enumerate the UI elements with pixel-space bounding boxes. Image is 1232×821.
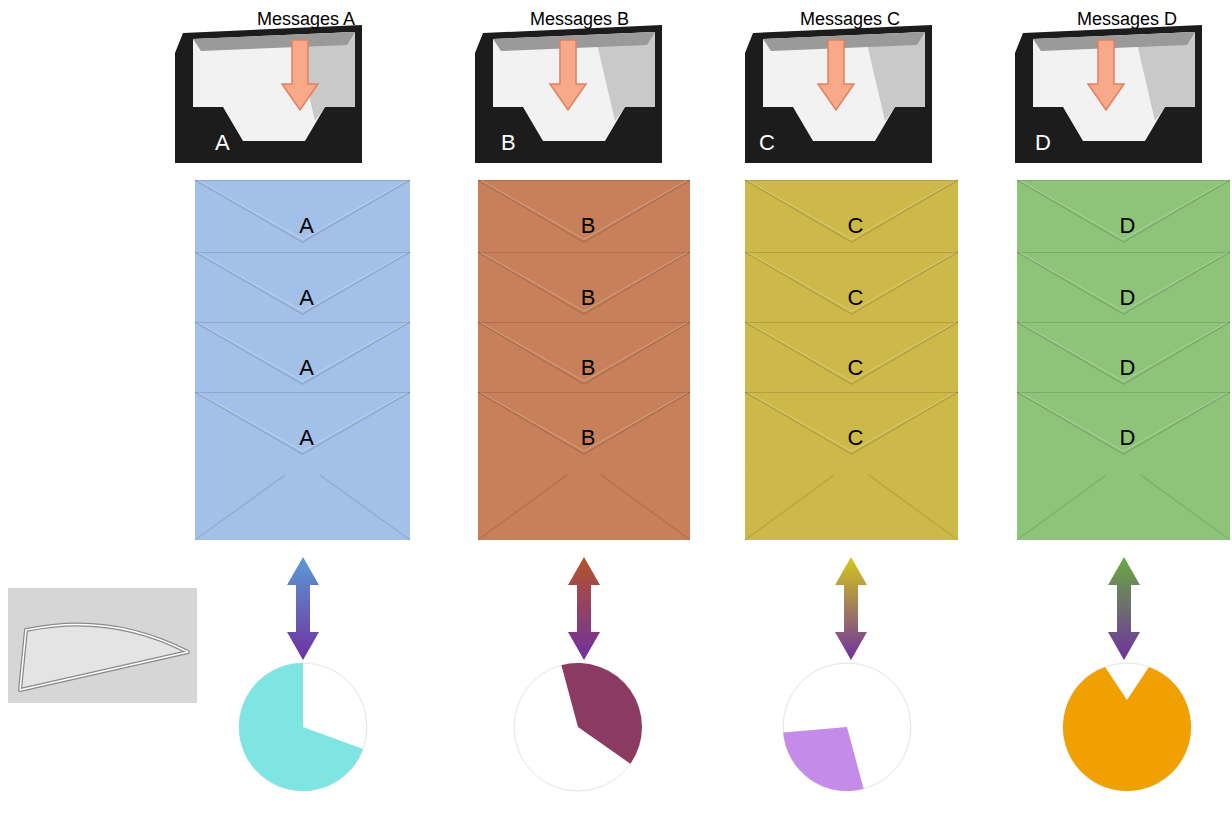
- tray-heading: Messages A: [257, 8, 355, 30]
- envelope: D: [1017, 392, 1232, 540]
- envelope-letter: B: [478, 355, 698, 381]
- envelope-drawing: [478, 392, 690, 540]
- double-arrow: [835, 557, 867, 660]
- tray-letter: D: [1035, 130, 1051, 156]
- envelope-letter: D: [1017, 285, 1232, 311]
- tray-heading: Messages B: [530, 8, 629, 30]
- envelope-letter: C: [745, 355, 966, 381]
- envelope-drawing: [745, 392, 958, 540]
- tray-letter: B: [501, 130, 516, 156]
- pie-slice: [1063, 667, 1191, 791]
- tray-letter: A: [215, 130, 230, 156]
- envelope-letter: C: [745, 213, 966, 239]
- inbound-arrow: [282, 40, 318, 110]
- double-arrow: [568, 557, 600, 660]
- tray-heading: Messages D: [1077, 8, 1177, 30]
- double-arrow: [287, 557, 319, 660]
- in-tray: Messages D D: [1015, 4, 1202, 163]
- envelope-letter: D: [1017, 425, 1232, 451]
- pie-slice-icon: [20, 624, 188, 690]
- pie-slice: [561, 663, 642, 764]
- envelope-letter: B: [478, 285, 698, 311]
- pie-slice-icon: [20, 624, 188, 690]
- pie-slice: [239, 663, 363, 791]
- envelope-letter: A: [195, 425, 418, 451]
- pie-circle: [1063, 663, 1191, 791]
- inbound-arrow: [1088, 40, 1124, 110]
- tray-heading: Messages C: [800, 8, 900, 30]
- pie-circle: [514, 663, 642, 791]
- in-tray: Messages B B: [475, 4, 662, 163]
- envelope: A: [195, 392, 418, 540]
- pie-circle: [783, 663, 911, 791]
- double-arrow: [1108, 557, 1140, 660]
- inbound-arrow: [550, 40, 586, 110]
- pie-circle: [239, 663, 367, 791]
- inbound-arrow: [818, 40, 854, 110]
- envelope-letter: A: [195, 355, 418, 381]
- envelope-letter: D: [1017, 355, 1232, 381]
- in-tray: Messages C C: [745, 4, 932, 163]
- envelope-letter: B: [478, 213, 698, 239]
- tray-letter: C: [759, 130, 775, 156]
- envelope-letter: A: [195, 213, 418, 239]
- envelope-drawing: [195, 392, 410, 540]
- envelope-drawing: [1017, 392, 1230, 540]
- envelope-letter: C: [745, 285, 966, 311]
- in-tray: Messages A A: [175, 4, 362, 163]
- pie-slice-icon: [8, 588, 197, 703]
- envelope: B: [478, 392, 698, 540]
- envelope: C: [745, 392, 966, 540]
- envelope-letter: B: [478, 425, 698, 451]
- envelope-letter: A: [195, 285, 418, 311]
- envelope-letter: D: [1017, 213, 1232, 239]
- envelope-letter: C: [745, 425, 966, 451]
- pie-slice: [783, 727, 863, 791]
